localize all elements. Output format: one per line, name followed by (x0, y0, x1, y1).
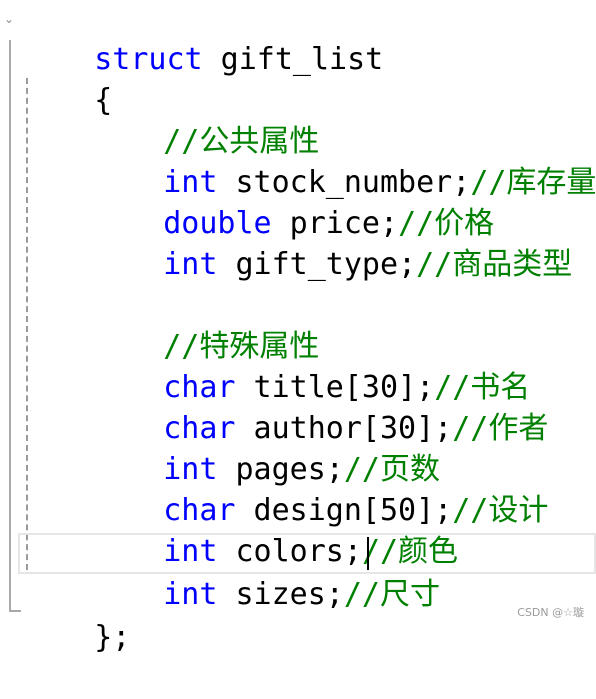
code-line-14[interactable]: int sizes;//尺寸 (91, 533, 440, 612)
chevron-down-icon[interactable]: ⌄ (4, 12, 15, 26)
keyword: int (163, 452, 218, 487)
comment: //价格 (398, 206, 495, 241)
code-text: { (94, 83, 113, 118)
comment: //作者 (452, 411, 549, 446)
code-text: design[50]; (235, 493, 453, 528)
keyword: int (163, 534, 218, 569)
code-line-15[interactable]: }; (22, 576, 130, 655)
code-line-2[interactable]: { (22, 39, 112, 118)
comment: //颜色 (361, 534, 459, 569)
code-line-3[interactable]: //公共属性 (91, 80, 319, 159)
code-text: gift_list (202, 42, 384, 77)
code-text: }; (94, 620, 131, 655)
comment: //设计 (452, 493, 549, 528)
watermark: CSDN @☆璇 (517, 606, 584, 619)
code-line-12[interactable]: char design[50];//设计 (91, 449, 548, 528)
comment: //特殊属性 (163, 329, 320, 364)
indent-guide (26, 78, 28, 570)
code-line-4[interactable]: int stock_number;//库存量 (91, 121, 596, 200)
code-line-10[interactable]: char author[30];//作者 (91, 367, 548, 446)
code-editor[interactable]: ⌄ struct gift_list { //公共属性 int stock_nu… (0, 0, 596, 655)
keyword: int (163, 247, 218, 282)
keyword: double (163, 206, 272, 241)
code-line-6[interactable]: int gift_type;//商品类型 (91, 203, 572, 282)
keyword: int (163, 165, 218, 200)
code-line-11[interactable]: int pages;//页数 (91, 408, 440, 487)
code-line-1[interactable]: struct gift_list (22, 0, 383, 77)
keyword: int (163, 577, 218, 612)
code-line-13[interactable]: int colors;//颜色 (91, 490, 458, 569)
code-text: stock_number; (217, 165, 471, 200)
code-text: price; (271, 206, 399, 241)
code-text: gift_type; (217, 247, 417, 282)
fold-region-end (9, 610, 21, 612)
code-text: pages; (217, 452, 344, 487)
comment: //商品类型 (416, 247, 573, 282)
code-line-8[interactable]: //特殊属性 (91, 285, 319, 364)
fold-region-bar (9, 40, 11, 610)
comment: //书名 (434, 370, 531, 405)
text-caret (367, 537, 369, 570)
code-text: author[30]; (235, 411, 453, 446)
keyword: struct (94, 42, 203, 77)
comment: //页数 (343, 452, 440, 487)
code-line-9[interactable]: char title[30];//书名 (91, 326, 530, 405)
code-line-5[interactable]: double price;//价格 (91, 162, 494, 241)
keyword: char (163, 370, 236, 405)
code-text: title[30]; (235, 370, 435, 405)
keyword: char (163, 411, 236, 446)
code-text: colors; (217, 534, 362, 569)
comment: //尺寸 (343, 577, 440, 612)
comment: //公共属性 (163, 124, 320, 159)
current-line-highlight (18, 533, 596, 574)
comment: //库存量 (470, 165, 596, 200)
keyword: char (163, 493, 236, 528)
code-text: sizes; (217, 577, 344, 612)
